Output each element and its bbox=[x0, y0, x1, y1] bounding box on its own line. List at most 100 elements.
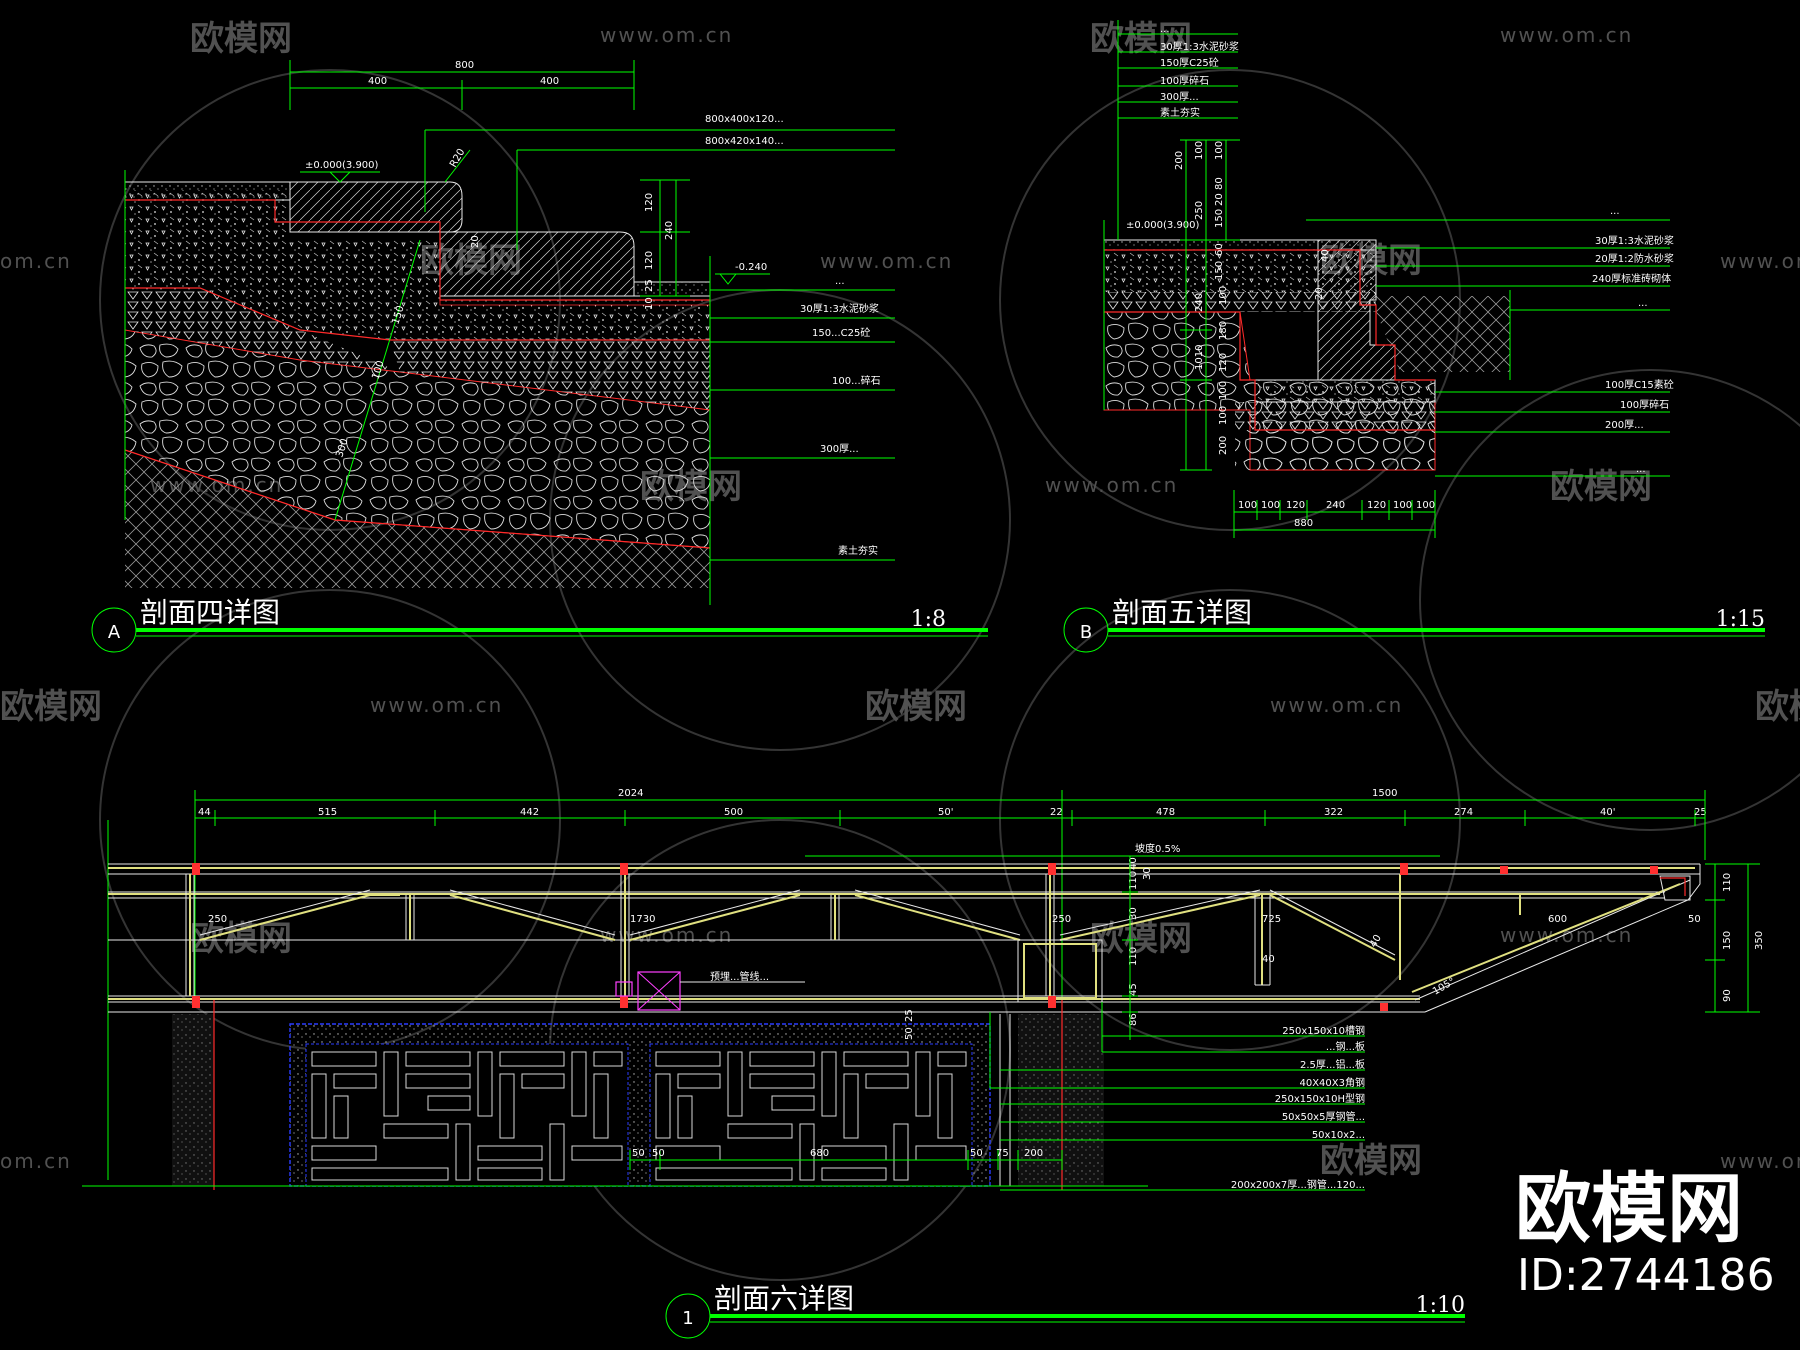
watermark-url-14: www.om.cn bbox=[1720, 1149, 1800, 1173]
detail-1-seg-8: 322 bbox=[1324, 807, 1343, 818]
detail-b-footing bbox=[1254, 379, 1436, 403]
detail-a-dim-10: 10 bbox=[644, 297, 655, 310]
screen-edge-lines bbox=[999, 1014, 1011, 1186]
detail-1-title: 剖面六详图 bbox=[714, 1282, 854, 1315]
detail-b-vdim-12: 180 bbox=[1218, 321, 1229, 340]
detail-b-inner-dim-1: 40 bbox=[1320, 249, 1331, 262]
detail-b-vdim-14: 100 bbox=[1218, 381, 1229, 400]
detail-b-vdim-17: 200 bbox=[1218, 436, 1229, 455]
detail-b-vdim-6: 150 bbox=[1214, 209, 1225, 228]
bolt-2 bbox=[620, 863, 628, 875]
detail-b-red-line-2 bbox=[1104, 311, 1435, 431]
detail-b-scale: 1:15 bbox=[1716, 607, 1765, 632]
detail-a-dim-240: 240 bbox=[664, 221, 675, 240]
detail-1-total-2: 1500 bbox=[1372, 788, 1397, 799]
detail-1-seg-3: 442 bbox=[520, 807, 539, 818]
detail-1-conduit-note: 预埋...管线... bbox=[710, 970, 769, 983]
detail-b-vdim-1: 200 bbox=[1174, 151, 1185, 170]
detail-1-idim-14: 110 bbox=[1128, 947, 1139, 966]
detail-a-step-dims: 120 120 240 25 10 20 bbox=[470, 179, 690, 310]
detail-a-red-line-1 bbox=[125, 199, 710, 301]
detail-1-callout-1: 250x150x10槽钢 bbox=[1282, 1024, 1365, 1037]
detail-1-marker: 1 bbox=[682, 1308, 693, 1329]
detail-1-seg-2: 515 bbox=[318, 807, 337, 818]
detail-a-concrete-right bbox=[439, 299, 711, 306]
detail-1-total-1: 2024 bbox=[618, 788, 643, 799]
detail-b-right-label-9: ... bbox=[1636, 464, 1646, 475]
watermark-url-1: www.om.cn bbox=[600, 23, 733, 47]
detail-b-top-label-6: 素土夯实 bbox=[1160, 106, 1200, 119]
bolt-1 bbox=[192, 863, 200, 875]
detail-b-bdim-2: 100 bbox=[1261, 500, 1280, 511]
detail-a-dim-20: 20 bbox=[470, 235, 481, 248]
detail-b-top-label-5: 300厚... bbox=[1160, 91, 1199, 103]
detail-1-idim-7: 50 bbox=[1688, 914, 1701, 925]
detail-1-sdim-1: 50 bbox=[632, 1148, 645, 1159]
detail-b-top-label-4: 100厚碎石 bbox=[1160, 74, 1209, 87]
watermark-url-10: www.om.cn bbox=[600, 923, 733, 947]
detail-b-marker: B bbox=[1080, 622, 1092, 643]
detail-b-vdim-15: 1010 bbox=[1194, 345, 1205, 370]
detail-b-vdim-7: 250 bbox=[1194, 201, 1205, 220]
watermark-brand-7: 欧模网 bbox=[0, 687, 102, 727]
detail-1-idim-18: 25 bbox=[904, 1009, 915, 1022]
detail-1-idim-15: 45 bbox=[1128, 983, 1139, 996]
detail-1-seg-7: 478 bbox=[1156, 807, 1175, 818]
detail-1-idim-6: 600 bbox=[1548, 914, 1567, 925]
detail-1-conduit: 预埋...管线... bbox=[615, 970, 805, 1011]
watermark-url-8: www.om.cn bbox=[370, 693, 503, 717]
bolt-8 bbox=[620, 996, 628, 1008]
detail-a-top-dims: 800 400 400 bbox=[289, 60, 635, 110]
detail-a-dim-25: 25 bbox=[644, 279, 655, 292]
detail-b-title: 剖面五详图 bbox=[1112, 596, 1252, 629]
bolt-3 bbox=[1048, 863, 1056, 875]
detail-1-idim-9: 110 bbox=[1128, 871, 1139, 890]
watermark-url-4: www.om.cn bbox=[820, 249, 953, 273]
detail-a-earth bbox=[125, 450, 710, 588]
detail-b-right-label-7: 100厚碎石 bbox=[1620, 398, 1669, 411]
detail-1-callout-5: 250x150x10H型钢 bbox=[1275, 1092, 1365, 1105]
detail-a-step-stone bbox=[289, 181, 463, 233]
watermark-url-9: www.om.cn bbox=[1270, 693, 1403, 717]
detail-b-concrete bbox=[1104, 250, 1376, 292]
detail-1-rdim-3: 90 bbox=[1722, 989, 1733, 1002]
screen-post-right bbox=[1018, 1014, 1104, 1186]
lattice-right bbox=[655, 1051, 967, 1181]
detail-1-rdim-1: 110 bbox=[1722, 873, 1733, 892]
detail-a-dim-400-right: 400 bbox=[540, 76, 559, 87]
detail-b-bdim-7: 100 bbox=[1416, 500, 1435, 511]
detail-b-bdim-6: 100 bbox=[1393, 500, 1412, 511]
detail-b-right-label-3: 20厚1:2防水砂浆 bbox=[1595, 252, 1674, 265]
detail-b-title-block: B 剖面五详图 1:15 bbox=[1063, 596, 1765, 653]
detail-b: ±0.000(3.900) ... 30厚1:3水泥砂浆 150厚C25砼 10… bbox=[1063, 20, 1765, 653]
detail-b-vdim-9: 150 bbox=[1214, 261, 1225, 280]
detail-a-callout-8: 素土夯实 bbox=[838, 544, 878, 557]
detail-1-seg-11: 25 bbox=[1694, 807, 1707, 818]
detail-a-title-block: A 剖面四详图 1:8 bbox=[91, 596, 988, 653]
bolt-7 bbox=[192, 996, 200, 1008]
detail-b-bdim-3: 120 bbox=[1286, 500, 1305, 511]
detail-1-seg-4: 500 bbox=[724, 807, 743, 818]
detail-a-radius-leader bbox=[444, 149, 471, 183]
detail-1-seg-1: 44 bbox=[198, 807, 211, 818]
detail-b-vdim-4: 20 bbox=[1214, 193, 1225, 206]
detail-a-callout-5: 150...C25砼 bbox=[812, 326, 870, 339]
watermark-brand-6: 欧模网 bbox=[1550, 467, 1652, 507]
detail-1-callout-6: 50x50x5厚钢管... bbox=[1282, 1110, 1365, 1123]
detail-a-callout-6: 100...碎石 bbox=[832, 374, 881, 387]
watermark-brand-13: 欧模网 bbox=[1320, 1141, 1422, 1181]
detail-a-title: 剖面四详图 bbox=[140, 596, 280, 629]
watermark-url-11: www.om.cn bbox=[1500, 923, 1633, 947]
detail-b-top-label-2: 30厚1:3水泥砂浆 bbox=[1160, 40, 1239, 53]
detail-a-callout-4: 30厚1:3水泥砂浆 bbox=[800, 302, 879, 315]
watermark-brand-8: 欧模网 bbox=[865, 687, 967, 727]
detail-1-callout-3: 2.5厚...铝...板 bbox=[1300, 1058, 1365, 1071]
branding-id: ID:2744186 bbox=[1517, 1250, 1775, 1301]
detail-1-idim-13: 30 bbox=[1128, 907, 1139, 920]
detail-1-sdim-4: 50 bbox=[970, 1148, 983, 1159]
detail-a-lower-stone bbox=[439, 231, 635, 297]
detail-a-dim-400-left: 400 bbox=[368, 76, 387, 87]
detail-1-rdim-2: 150 bbox=[1722, 931, 1733, 950]
detail-1-idim-5: 40 bbox=[1262, 954, 1275, 965]
